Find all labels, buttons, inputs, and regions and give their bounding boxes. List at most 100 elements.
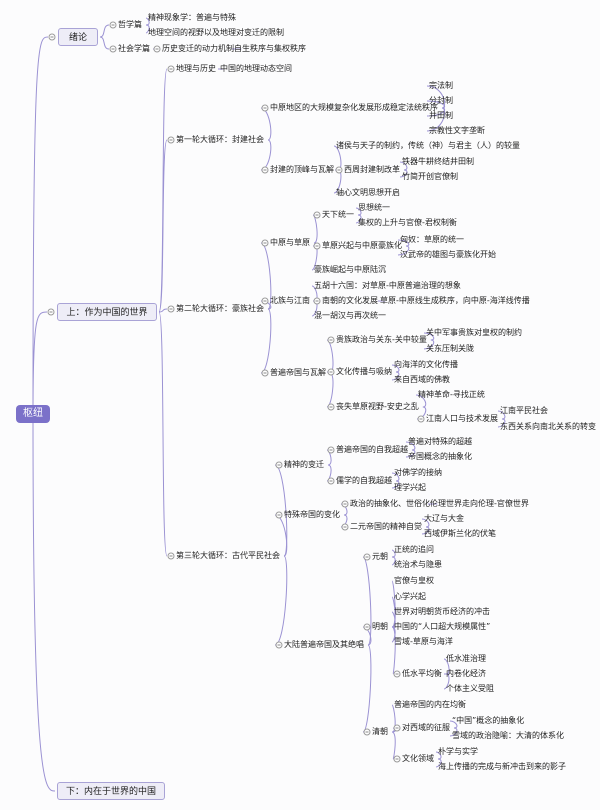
topic-cycle1[interactable]: 第一轮大循环：封建社会 <box>176 135 264 144</box>
topic-sociology[interactable]: 社会学篇 <box>118 44 150 53</box>
topic-item[interactable]: 中原与草原 <box>270 238 310 247</box>
topic-item[interactable]: 贵族政治与关东-关中较量 <box>336 335 427 344</box>
topic-item[interactable]: 封建的顶峰与瓦解 <box>270 165 334 174</box>
topic-item[interactable]: 井田制 <box>429 111 453 120</box>
topic-item[interactable]: 中国的“人口超大规模属性” <box>394 622 491 631</box>
topic-item[interactable]: 铁器牛耕终结井田制 <box>402 157 474 166</box>
collapse-toggle-icon[interactable] <box>363 623 371 631</box>
topic-cycle3[interactable]: 第三轮大循环：古代平民社会 <box>176 551 280 560</box>
topic-item[interactable]: 精神革命-寻找正统 <box>418 390 485 399</box>
topic-item[interactable]: 对佛学的接纳 <box>394 468 442 477</box>
topic-item[interactable]: 关中军事贵族对皇权的制约 <box>426 328 522 337</box>
topic-item[interactable]: 统治术与隐患 <box>394 560 442 569</box>
collapse-toggle-icon[interactable] <box>327 336 335 344</box>
topic-item[interactable]: 混一胡汉与再次统一 <box>314 311 386 320</box>
topic-item[interactable]: 向海洋的文化传播 <box>394 360 458 369</box>
collapse-toggle-icon[interactable] <box>393 755 401 763</box>
topic-philosophy[interactable]: 哲学篇 <box>118 20 142 29</box>
collapse-toggle-icon[interactable] <box>167 136 175 144</box>
topic-item[interactable]: 竹简开创官僚制 <box>402 172 458 181</box>
collapse-toggle-icon[interactable] <box>261 166 269 174</box>
topic-item[interactable]: 东西关系向南北关系的转变 <box>500 422 596 431</box>
collapse-toggle-icon[interactable] <box>313 242 321 250</box>
topic-item[interactable]: 历史变迁的动力机制 <box>162 44 234 53</box>
collapse-toggle-icon[interactable] <box>363 553 371 561</box>
topic-item[interactable]: 江南平民社会 <box>500 406 548 415</box>
topic-item[interactable]: 精神的变迁 <box>284 460 324 469</box>
topic-item[interactable]: 宗教性文字垄断 <box>429 126 485 135</box>
collapse-toggle-icon[interactable] <box>275 511 283 519</box>
topic-item[interactable]: 匈奴：草原的统一 <box>400 235 464 244</box>
topic-item[interactable]: 西域伊斯兰化的伏笔 <box>424 529 496 538</box>
topic-part2[interactable]: 下：内在于世界的中国 <box>57 782 165 800</box>
collapse-toggle-icon[interactable] <box>109 45 117 53</box>
topic-item[interactable]: 文化传播与吸纳 <box>336 367 392 376</box>
topic-item[interactable]: 伦理世界走向伦理-官僚世界 <box>430 499 529 508</box>
topic-item[interactable]: 帝国概念的抽象化 <box>408 452 472 461</box>
collapse-toggle-icon[interactable] <box>275 641 283 649</box>
topic-item[interactable]: 中国的地理动态空间 <box>220 64 292 73</box>
topic-item[interactable]: 二元帝国的精神自觉 <box>350 522 422 531</box>
topic-item[interactable]: 地理空间的视野以及地理对变迁的限制 <box>148 28 284 37</box>
topic-item[interactable]: 明朝 <box>372 622 388 631</box>
collapse-toggle-icon[interactable] <box>167 552 175 560</box>
topic-item[interactable]: 清朝 <box>372 727 388 736</box>
topic-item[interactable]: 草原-中原线生成秩序，向中原-海洋线传播 <box>380 296 530 305</box>
collapse-toggle-icon[interactable] <box>363 728 371 736</box>
topic-item[interactable]: 文化领域 <box>402 754 434 763</box>
topic-item[interactable]: 低水准治理 <box>446 654 486 663</box>
topic-item[interactable]: 西周封建制改革 <box>344 165 400 174</box>
topic-item[interactable]: 轴心文明思想开启 <box>336 188 400 197</box>
topic-item[interactable]: 诸侯与天子的制约，传统（神）与君主（人）的较量 <box>336 141 520 150</box>
topic-item[interactable]: 精神现象学：普遍与特殊 <box>148 13 236 22</box>
topic-item[interactable]: 五胡十六国：对草原-中原普遍治理的想象 <box>314 281 461 290</box>
topic-item[interactable]: 集权的上升与官僚-君权制衡 <box>358 218 457 227</box>
topic-item[interactable]: 关东压制关陇 <box>426 344 474 353</box>
topic-item[interactable]: 南朝的文化发展 <box>322 296 378 305</box>
topic-item[interactable]: 政治的抽象化、世俗化 <box>350 499 430 508</box>
topic-item[interactable]: 雪域-草原与海洋 <box>394 637 453 646</box>
topic-item[interactable]: 个体主义受阻 <box>446 684 494 693</box>
topic-item[interactable]: 分封制 <box>429 96 453 105</box>
collapse-toggle-icon[interactable] <box>167 65 175 73</box>
topic-geo[interactable]: 地理与历史 <box>176 64 216 73</box>
topic-item[interactable]: 正统的追问 <box>394 545 434 554</box>
topic-item[interactable]: 思想统一 <box>358 203 390 212</box>
collapse-toggle-icon[interactable] <box>327 403 335 411</box>
topic-item[interactable]: 内卷化经济 <box>446 669 486 678</box>
topic-item[interactable]: 来自西域的佛教 <box>394 375 450 384</box>
topic-item[interactable]: 官僚与皇权 <box>394 576 434 585</box>
collapse-toggle-icon[interactable] <box>47 308 55 316</box>
topic-item[interactable]: 元朝 <box>372 552 388 561</box>
collapse-toggle-icon[interactable] <box>313 211 321 219</box>
topic-item[interactable]: 普遍对特殊的超越 <box>408 437 472 446</box>
collapse-toggle-icon[interactable] <box>335 166 343 174</box>
topic-item[interactable]: “中国”概念的抽象化 <box>452 716 525 725</box>
topic-item[interactable]: 心学兴起 <box>394 592 426 601</box>
collapse-toggle-icon[interactable] <box>417 415 425 423</box>
collapse-toggle-icon[interactable] <box>341 523 349 531</box>
topic-item[interactable]: 汉武帝的雄图与豪族化开始 <box>400 250 496 259</box>
topic-item[interactable]: 丧失草原视野-安史之乱 <box>336 402 419 411</box>
topic-part1[interactable]: 上：作为中国的世界 <box>57 303 157 321</box>
topic-item[interactable]: 豪族崛起与中原陆沉 <box>314 265 386 274</box>
topic-item[interactable]: 普遍帝国的内在均衡 <box>394 700 466 709</box>
collapse-toggle-icon[interactable] <box>261 369 269 377</box>
root-node[interactable]: 枢纽 <box>16 405 50 423</box>
collapse-toggle-icon[interactable] <box>393 724 401 732</box>
topic-item[interactable]: 儒学的自我超越 <box>336 476 392 485</box>
topic-intro[interactable]: 绪论 <box>58 28 98 46</box>
topic-item[interactable]: 大辽与大金 <box>424 514 464 523</box>
topic-item[interactable]: 普遍帝国与瓦解 <box>270 368 326 377</box>
topic-item[interactable]: 雪域的政治隐喻：大清的体系化 <box>452 731 564 740</box>
collapse-toggle-icon[interactable] <box>109 21 117 29</box>
collapse-toggle-icon[interactable] <box>167 305 175 313</box>
topic-item[interactable]: 普遍帝国的自我超越 <box>336 445 408 454</box>
collapse-toggle-icon[interactable] <box>153 45 161 53</box>
collapse-toggle-icon[interactable] <box>327 368 335 376</box>
collapse-toggle-icon[interactable] <box>393 670 401 678</box>
topic-item[interactable]: 自生秩序与集权秩序 <box>234 44 306 53</box>
topic-item[interactable]: 大陆普遍帝国及其绝唱 <box>284 640 364 649</box>
topic-item[interactable]: 特殊帝国的变化 <box>284 510 340 519</box>
topic-item[interactable]: 低水平均衡 <box>402 669 442 678</box>
